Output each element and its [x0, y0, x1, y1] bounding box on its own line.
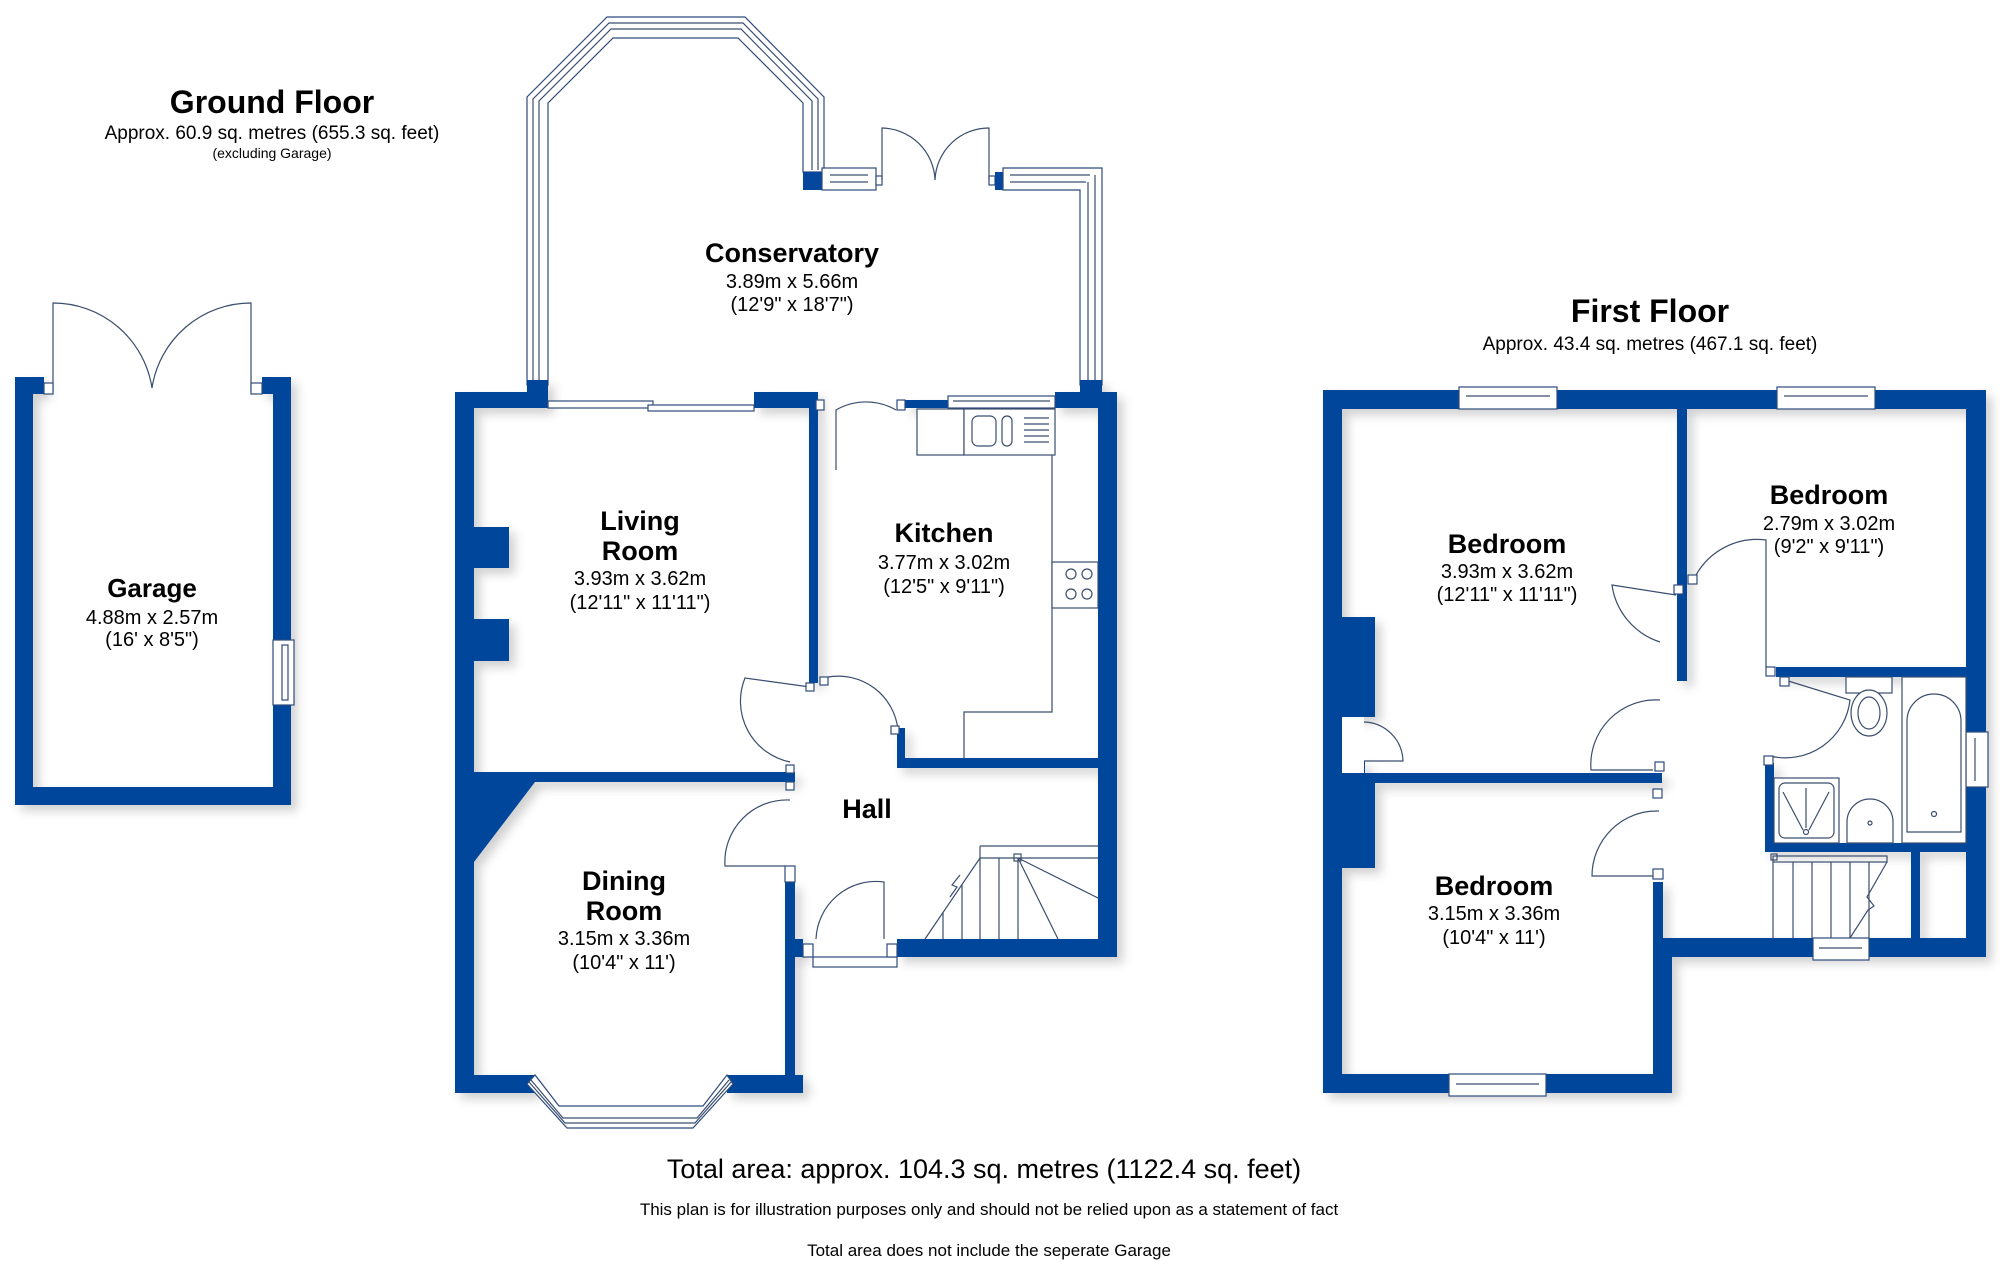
ground-floor-heading: Ground Floor Approx. 60.9 sq. metres (65… [105, 84, 440, 161]
total-area: Total area: approx. 104.3 sq. metres (11… [667, 1154, 1301, 1184]
bedroom-2-label: Bedroom 2.79m x 3.02m (9'2" x 9'11") [1763, 480, 1895, 558]
garage-label: Garage [107, 573, 197, 603]
bedroom-2-title: Bedroom [1770, 480, 1889, 510]
hob-icon [1051, 561, 1099, 609]
ground-floor-title: Ground Floor [170, 84, 374, 120]
first-floor-heading: First Floor Approx. 43.4 sq. metres (467… [1483, 293, 1818, 355]
conservatory-label: Conservatory 3.89m x 5.66m (12'9" x 18'7… [705, 238, 879, 316]
first-floor-plan: Bedroom 3.93m x 3.62m (12'11" x 11'11") … [1323, 386, 1989, 1097]
front-door [802, 943, 898, 968]
bedroom-1-dim-metric: 3.93m x 3.62m [1441, 561, 1573, 583]
first-floor-stairs [1770, 853, 1888, 939]
dining-bay-window [526, 1073, 734, 1129]
conservatory-dim-metric: 3.89m x 5.66m [726, 271, 858, 293]
door-jambs [784, 676, 900, 883]
stairs [924, 845, 1099, 940]
conservatory-title: Conservatory [705, 238, 879, 268]
living-room-dim-imperial: (12'11" x 11'11") [570, 592, 711, 614]
conservatory-dim-imperial: (12'9" x 18'7") [730, 294, 853, 316]
living-room-title-line2: Room [602, 536, 679, 566]
bedroom-1-label: Bedroom 3.93m x 3.62m (12'11" x 11'11") [1437, 529, 1578, 606]
footer: Total area: approx. 104.3 sq. metres (11… [640, 1154, 1339, 1260]
garage: Garage 4.88m x 2.57m (16' x 8'5") [15, 302, 295, 805]
first-floor-area: Approx. 43.4 sq. metres (467.1 sq. feet) [1483, 334, 1818, 355]
first-floor-door-swings [1590, 538, 1851, 877]
cupboard-door-swing [1363, 721, 1404, 762]
first-floor-windows [1448, 386, 1989, 1097]
kitchen-units [916, 408, 1099, 758]
ground-floor-area: Approx. 60.9 sq. metres (655.3 sq. feet) [105, 123, 440, 144]
kitchen-dim-metric: 3.77m x 3.02m [878, 552, 1010, 574]
living-room-dim-metric: 3.93m x 3.62m [574, 568, 706, 590]
bedroom-2-dim-imperial: (9'2" x 9'11") [1774, 536, 1884, 558]
bedroom-1-dim-imperial: (12'11" x 11'11") [1437, 584, 1578, 606]
kitchen-window [947, 395, 1056, 409]
conservatory-glazing [526, 16, 1103, 386]
first-floor-title: First Floor [1571, 293, 1729, 329]
kitchen-dim-imperial: (12'5" x 9'11") [883, 576, 1005, 598]
garage-dim-metric: 4.88m x 2.57m [86, 607, 218, 629]
bedroom-3-label: Bedroom 3.15m x 3.36m (10'4" x 11') [1428, 871, 1560, 949]
living-room-title-line1: Living [600, 506, 680, 536]
conservatory-french-doors [881, 127, 990, 181]
kitchen-title: Kitchen [894, 518, 993, 548]
first-floor-walls [1323, 390, 1986, 1093]
drainer-icon [1024, 417, 1049, 443]
ground-floor-plan: Conservatory 3.89m x 5.66m (12'9" x 18'7… [455, 16, 1117, 1129]
bedroom-3-dim-imperial: (10'4" x 11') [1442, 927, 1545, 949]
bedroom-3-title: Bedroom [1435, 871, 1554, 901]
sink-icon [971, 415, 997, 447]
bedroom-1-title: Bedroom [1448, 529, 1567, 559]
garage-double-door [52, 302, 252, 392]
dining-room-title-line1: Dining [582, 866, 666, 896]
bathroom-fixtures [1773, 676, 1967, 844]
kitchen-label: Kitchen 3.77m x 3.02m (12'5" x 9'11") [878, 518, 1010, 598]
bath-icon [1901, 676, 1967, 844]
bedroom-2-dim-metric: 2.79m x 3.02m [1763, 513, 1895, 535]
hall-title: Hall [842, 794, 892, 824]
living-room-patio-door [547, 400, 755, 412]
garage-dim-imperial: (16' x 8'5") [105, 629, 199, 651]
wc-icon [1850, 689, 1888, 737]
garage-note: Total area does not include the seperate… [807, 1241, 1171, 1260]
disclaimer: This plan is for illustration purposes o… [640, 1200, 1339, 1219]
first-floor-door-jambs [1652, 574, 1790, 880]
ground-floor-area-note: (excluding Garage) [212, 145, 331, 161]
ground-floor-walls [455, 380, 1117, 1093]
dining-room-label: Dining Room 3.15m x 3.36m (10'4" x 11') [558, 866, 690, 974]
hall-door-swings [724, 675, 899, 940]
living-room-label: Living Room 3.93m x 3.62m (12'11" x 11'1… [570, 506, 711, 614]
dining-room-dim-imperial: (10'4" x 11') [572, 952, 675, 974]
bedroom-3-dim-metric: 3.15m x 3.36m [1428, 903, 1560, 925]
garage-window [272, 639, 295, 706]
dining-room-title-line2: Room [586, 896, 663, 926]
kitchen-door-swing [835, 401, 897, 470]
dining-room-dim-metric: 3.15m x 3.36m [558, 928, 690, 950]
